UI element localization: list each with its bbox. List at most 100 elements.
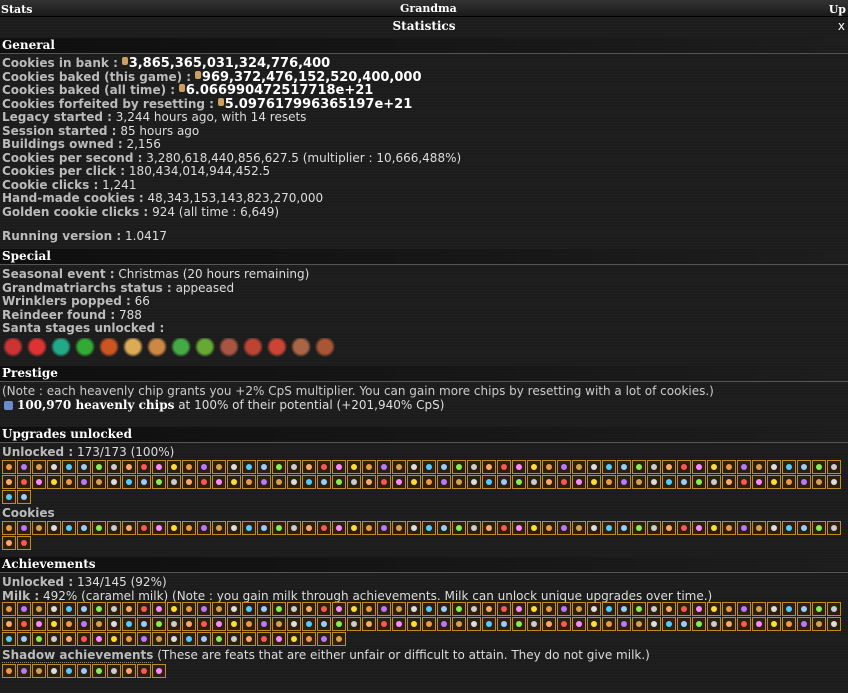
achievement-icon[interactable] bbox=[17, 617, 31, 631]
cookie-upgrade-icon[interactable] bbox=[257, 521, 271, 535]
upgrade-icon[interactable] bbox=[407, 460, 421, 474]
upgrade-icon[interactable] bbox=[182, 475, 196, 489]
upgrade-icon[interactable] bbox=[587, 460, 601, 474]
shadow-achievement-icon[interactable] bbox=[62, 664, 76, 678]
achievement-icon[interactable] bbox=[2, 602, 16, 616]
upgrade-icon[interactable] bbox=[212, 475, 226, 489]
upgrade-icon[interactable] bbox=[272, 475, 286, 489]
upgrade-icon[interactable] bbox=[452, 460, 466, 474]
cookie-upgrade-icon[interactable] bbox=[362, 521, 376, 535]
achievement-icon[interactable] bbox=[677, 617, 691, 631]
achievement-icon[interactable] bbox=[302, 632, 316, 646]
achievement-icon[interactable] bbox=[482, 617, 496, 631]
upgrade-icon[interactable] bbox=[47, 475, 61, 489]
upgrade-icon[interactable] bbox=[647, 475, 661, 489]
upgrade-icon[interactable] bbox=[722, 475, 736, 489]
upgrade-icon[interactable] bbox=[92, 475, 106, 489]
achievement-icon[interactable] bbox=[212, 602, 226, 616]
achievement-icon[interactable] bbox=[467, 602, 481, 616]
cookie-upgrade-icon[interactable] bbox=[137, 521, 151, 535]
achievement-icon[interactable] bbox=[332, 617, 346, 631]
upgrade-icon[interactable] bbox=[527, 475, 541, 489]
achievement-icon[interactable] bbox=[407, 602, 421, 616]
achievement-icon[interactable] bbox=[62, 617, 76, 631]
upgrade-icon[interactable] bbox=[422, 475, 436, 489]
achievement-icon[interactable] bbox=[362, 617, 376, 631]
achievement-icon[interactable] bbox=[182, 632, 196, 646]
achievement-icon[interactable] bbox=[47, 632, 61, 646]
cookie-upgrade-icon[interactable] bbox=[197, 521, 211, 535]
achievement-icon[interactable] bbox=[797, 617, 811, 631]
achievement-icon[interactable] bbox=[122, 602, 136, 616]
upgrade-icon[interactable] bbox=[662, 475, 676, 489]
upgrade-icon[interactable] bbox=[767, 475, 781, 489]
cookie-upgrade-icon[interactable] bbox=[332, 521, 346, 535]
achievement-icon[interactable] bbox=[752, 602, 766, 616]
upgrade-icon[interactable] bbox=[497, 475, 511, 489]
achievement-icon[interactable] bbox=[782, 617, 796, 631]
upgrade-icon[interactable] bbox=[2, 460, 16, 474]
upgrade-icon[interactable] bbox=[242, 475, 256, 489]
upgrade-icon[interactable] bbox=[407, 475, 421, 489]
cookie-upgrade-icon[interactable] bbox=[32, 521, 46, 535]
shadow-achievement-icon[interactable] bbox=[92, 664, 106, 678]
cookie-upgrade-icon[interactable] bbox=[242, 521, 256, 535]
achievement-icon[interactable] bbox=[197, 632, 211, 646]
upgrade-icon[interactable] bbox=[467, 475, 481, 489]
achievement-icon[interactable] bbox=[452, 602, 466, 616]
achievement-icon[interactable] bbox=[2, 617, 16, 631]
shadow-achievement-icon[interactable] bbox=[107, 664, 121, 678]
achievement-icon[interactable] bbox=[602, 617, 616, 631]
upgrade-icon[interactable] bbox=[137, 475, 151, 489]
upgrade-icon[interactable] bbox=[617, 475, 631, 489]
achievement-icon[interactable] bbox=[137, 632, 151, 646]
achievement-icon[interactable] bbox=[452, 617, 466, 631]
achievement-icon[interactable] bbox=[317, 617, 331, 631]
upgrade-icon[interactable] bbox=[227, 475, 241, 489]
achievement-icon[interactable] bbox=[542, 602, 556, 616]
upgrade-icon[interactable] bbox=[62, 460, 76, 474]
achievement-icon[interactable] bbox=[197, 602, 211, 616]
achievement-icon[interactable] bbox=[167, 632, 181, 646]
upgrade-icon[interactable] bbox=[182, 460, 196, 474]
santa-stage-icon[interactable] bbox=[242, 338, 264, 360]
achievement-icon[interactable] bbox=[377, 602, 391, 616]
cookie-upgrade-icon[interactable] bbox=[2, 521, 16, 535]
upgrade-icon[interactable] bbox=[32, 475, 46, 489]
cookie-upgrade-icon[interactable] bbox=[707, 521, 721, 535]
cookie-upgrade-icon[interactable] bbox=[677, 521, 691, 535]
upgrade-icon[interactable] bbox=[332, 460, 346, 474]
upgrade-icon[interactable] bbox=[317, 460, 331, 474]
cookie-upgrade-icon[interactable] bbox=[662, 521, 676, 535]
upgrade-icon[interactable] bbox=[362, 460, 376, 474]
achievement-icon[interactable] bbox=[437, 617, 451, 631]
achievement-icon[interactable] bbox=[632, 617, 646, 631]
santa-stage-icon[interactable] bbox=[26, 338, 48, 360]
achievement-icon[interactable] bbox=[407, 617, 421, 631]
cookie-upgrade-icon[interactable] bbox=[62, 521, 76, 535]
achievement-icon[interactable] bbox=[227, 617, 241, 631]
achievement-icon[interactable] bbox=[632, 602, 646, 616]
upgrade-icon[interactable] bbox=[107, 460, 121, 474]
cookie-upgrade-icon[interactable] bbox=[422, 521, 436, 535]
upgrade-icon[interactable] bbox=[797, 460, 811, 474]
achievement-icon[interactable] bbox=[767, 617, 781, 631]
upgrade-icon[interactable] bbox=[677, 460, 691, 474]
shadow-achievements-label[interactable]: Shadow achievements bbox=[2, 648, 154, 663]
santa-stage-icon[interactable] bbox=[290, 338, 312, 360]
upgrade-icon[interactable] bbox=[272, 460, 286, 474]
shadow-achievement-icon[interactable] bbox=[122, 664, 136, 678]
upgrade-icon[interactable] bbox=[152, 460, 166, 474]
cookie-upgrade-icon[interactable] bbox=[452, 521, 466, 535]
achievement-icon[interactable] bbox=[392, 617, 406, 631]
upgrade-icon[interactable] bbox=[827, 475, 841, 489]
achievement-icon[interactable] bbox=[272, 602, 286, 616]
upgrade-icon[interactable] bbox=[437, 475, 451, 489]
achievement-icon[interactable] bbox=[182, 602, 196, 616]
upgrade-icon[interactable] bbox=[2, 475, 16, 489]
achievement-icon[interactable] bbox=[737, 602, 751, 616]
upgrade-icon[interactable] bbox=[317, 475, 331, 489]
achievement-icon[interactable] bbox=[542, 617, 556, 631]
achievement-icon[interactable] bbox=[347, 617, 361, 631]
upgrade-icon[interactable] bbox=[452, 475, 466, 489]
